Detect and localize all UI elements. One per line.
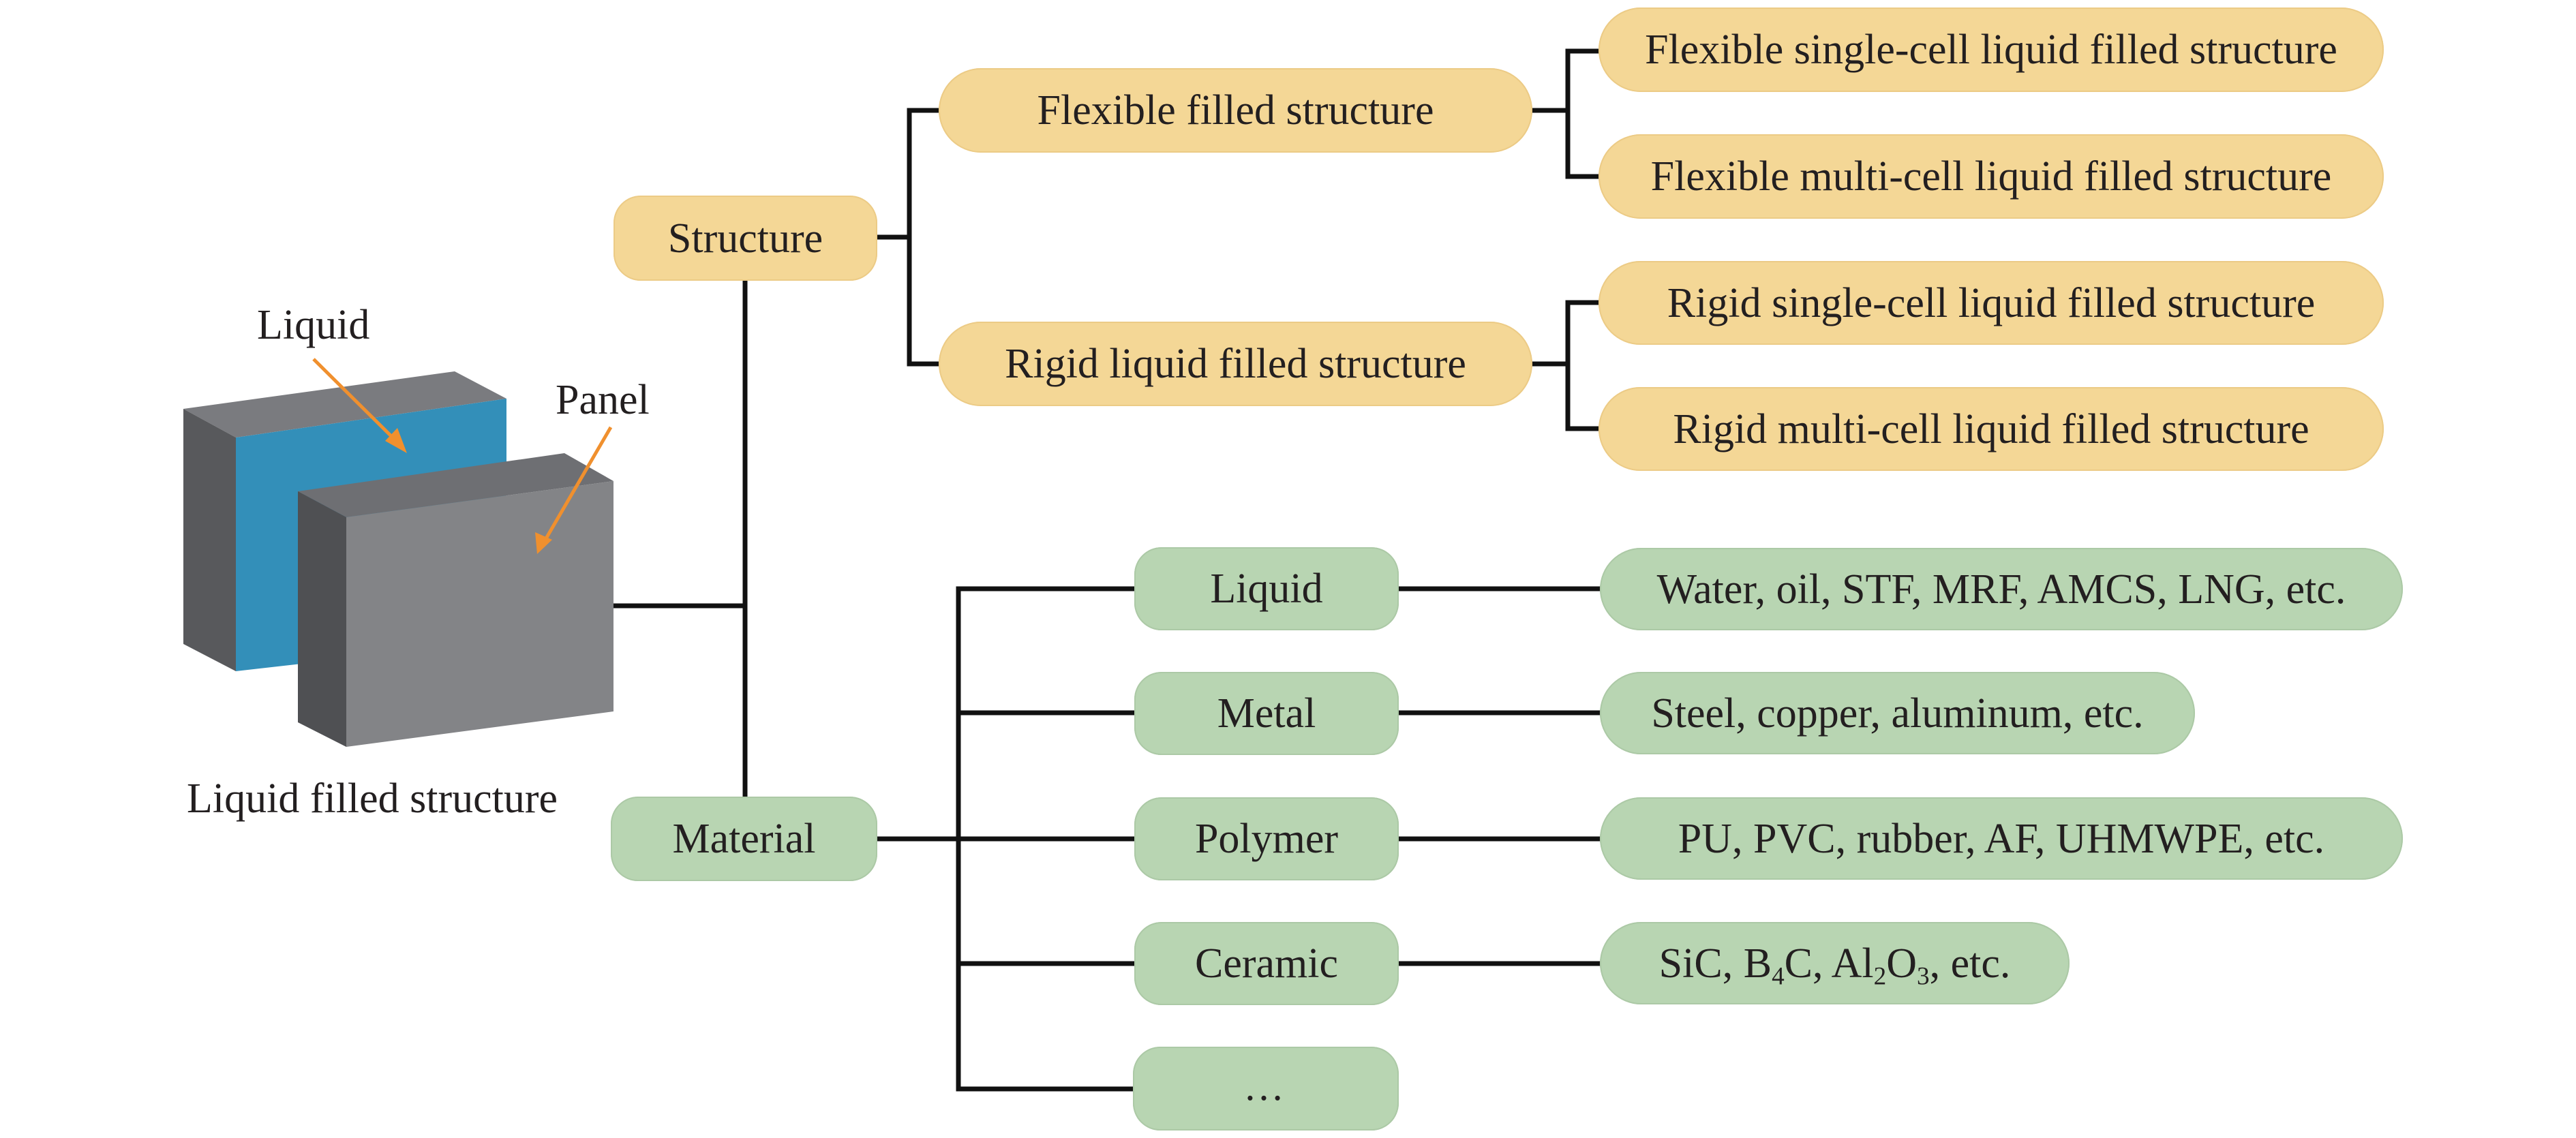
node-flexible-single-cell[interactable]: Flexible single-cell liquid filled struc… (1598, 7, 2384, 92)
panel-block (298, 453, 613, 747)
node-material[interactable]: Material (611, 797, 877, 881)
arrowhead-icon (535, 532, 552, 554)
node-label: Rigid single-cell liquid filled structur… (1667, 279, 2316, 326)
text-part: C, Al (1784, 940, 1874, 987)
node-label: Liquid (1210, 566, 1323, 612)
node-label: Flexible multi-cell liquid filled struct… (1650, 153, 2332, 200)
subscript: 2 (1873, 962, 1887, 990)
text-part: , etc. (1929, 940, 2011, 987)
node-label: Rigid liquid filled structure (1005, 341, 1466, 387)
panel-block-front (346, 481, 613, 747)
node-ceramic-examples[interactable]: SiC, B4C, Al2O3, etc. (1600, 922, 2070, 1004)
panel-block-side (298, 491, 346, 747)
node-label: Polymer (1194, 816, 1339, 862)
node-polymer-examples[interactable]: PU, PVC, rubber, AF, UHMWPE, etc. (1600, 797, 2403, 880)
panel-label: Panel (556, 377, 650, 423)
node-rigid-liquid-filled-structure[interactable]: Rigid liquid filled structure (939, 322, 1532, 406)
ellipsis-icon: … (1243, 1063, 1288, 1109)
illustration-caption: Liquid filled structure (187, 775, 558, 822)
arrowhead-icon (385, 428, 407, 453)
node-material-polymer[interactable]: Polymer (1134, 797, 1399, 880)
liquid-block-side (183, 409, 236, 671)
node-metal-examples[interactable]: Steel, copper, aluminum, etc. (1600, 672, 2195, 754)
panel-block-top (298, 453, 613, 517)
node-material-more[interactable]: … (1133, 1047, 1399, 1131)
node-flexible-filled-structure[interactable]: Flexible filled structure (939, 68, 1532, 153)
node-material-label: Material (672, 816, 816, 862)
liquid-arrow (312, 358, 407, 453)
text-part: O (1886, 940, 1917, 987)
node-material-liquid[interactable]: Liquid (1134, 547, 1399, 630)
node-rigid-single-cell[interactable]: Rigid single-cell liquid filled structur… (1598, 261, 2384, 345)
node-label: Rigid multi-cell liquid filled structure (1673, 405, 2309, 452)
text-part: SiC, B (1658, 940, 1772, 987)
subscript: 3 (1916, 962, 1930, 990)
node-label: Water, oil, STF, MRF, AMCS, LNG, etc. (1656, 566, 2346, 613)
node-label: PU, PVC, rubber, AF, UHMWPE, etc. (1678, 815, 2325, 862)
node-label: SiC, B4C, Al2O3, etc. (1658, 940, 2011, 989)
subscript: 4 (1772, 962, 1785, 990)
panel-arrow (535, 426, 613, 554)
node-flexible-multi-cell[interactable]: Flexible multi-cell liquid filled struct… (1598, 134, 2384, 219)
node-liquid-examples[interactable]: Water, oil, STF, MRF, AMCS, LNG, etc. (1600, 548, 2403, 630)
node-structure[interactable]: Structure (613, 196, 877, 281)
liquid-block-top (183, 371, 506, 437)
node-label: Flexible filled structure (1037, 87, 1434, 134)
liquid-label: Liquid (257, 302, 370, 348)
node-label: Metal (1217, 690, 1316, 737)
node-structure-label: Structure (667, 215, 823, 262)
node-label: Steel, copper, aluminum, etc. (1651, 690, 2144, 737)
node-label: Flexible single-cell liquid filled struc… (1645, 27, 2337, 73)
node-material-metal[interactable]: Metal (1134, 672, 1399, 755)
node-material-ceramic[interactable]: Ceramic (1134, 922, 1399, 1005)
node-label: Ceramic (1194, 940, 1338, 987)
node-rigid-multi-cell[interactable]: Rigid multi-cell liquid filled structure (1598, 387, 2384, 471)
